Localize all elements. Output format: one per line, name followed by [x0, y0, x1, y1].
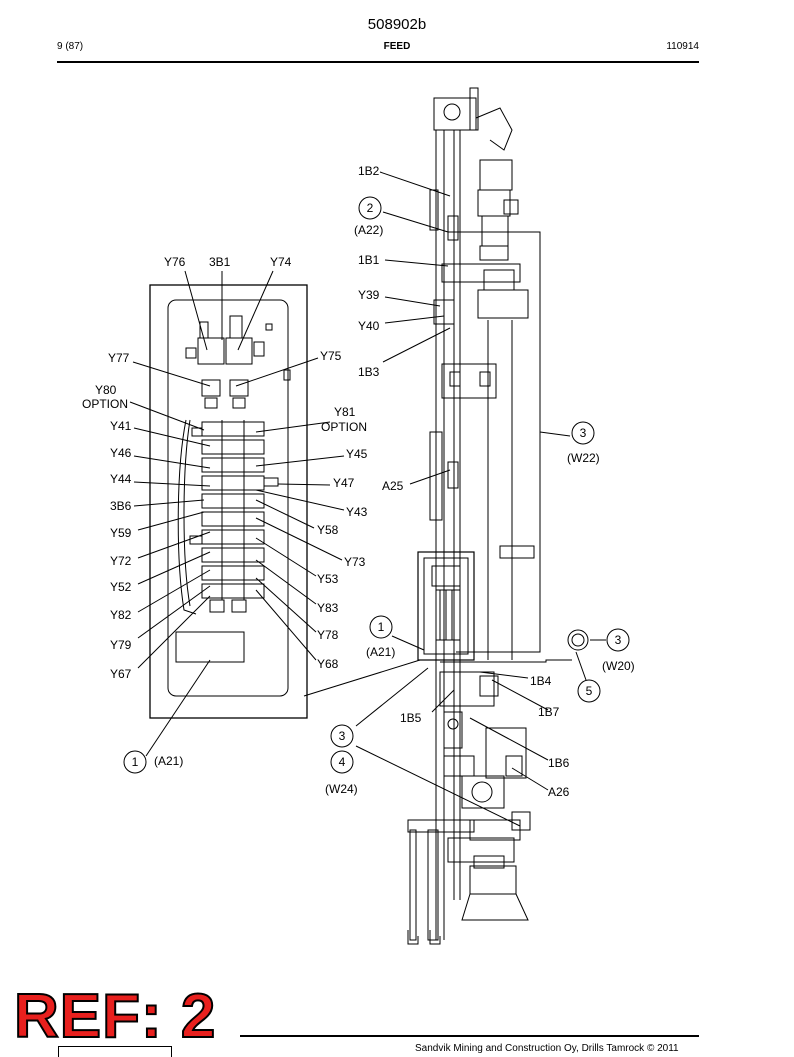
label-y73: Y73: [344, 555, 366, 569]
label-y81-option: OPTION: [321, 420, 367, 434]
header-rule: [57, 61, 699, 63]
label-3b1: 3B1: [209, 255, 231, 269]
label-y79: Y79: [110, 638, 132, 652]
label-y47: Y47: [333, 476, 355, 490]
label-y83: Y83: [317, 601, 339, 615]
label-y68: Y68: [317, 657, 339, 671]
label-a26: A26: [548, 785, 570, 799]
callout-3-w20-num: 3: [615, 633, 622, 647]
label-1b2: 1B2: [358, 164, 380, 178]
callout-3-w20-ref: (W20): [602, 659, 635, 673]
cable-routes: [303, 231, 589, 697]
label-y75: Y75: [320, 349, 342, 363]
label-1b6: 1B6: [548, 756, 570, 770]
label-y43: Y43: [346, 505, 368, 519]
label-1b4: 1B4: [530, 674, 552, 688]
callout-3-w20: [606, 628, 630, 652]
label-y81: Y81: [334, 405, 356, 419]
callout-1-feed-ref: (A21): [366, 645, 395, 659]
callout-5-num: 5: [586, 684, 593, 698]
label-y80-option: OPTION: [82, 397, 128, 411]
label-y78: Y78: [317, 628, 339, 642]
panel-leader-lines: [129, 270, 345, 757]
feed-leader-lines: [355, 171, 606, 827]
label-y82: Y82: [110, 608, 132, 622]
label-y52: Y52: [110, 580, 132, 594]
label-y40: Y40: [358, 319, 380, 333]
callout-4-w24: [330, 750, 354, 774]
ref-stamp: REF: 2: [13, 982, 217, 1051]
label-y53: Y53: [317, 572, 339, 586]
callout-4-w24-num: 4: [339, 755, 346, 769]
callout-1-panel: [123, 750, 147, 774]
callout-1-feed: [369, 615, 393, 639]
callout-2-num: 2: [367, 201, 374, 215]
label-y39: Y39: [358, 288, 380, 302]
label-y59: Y59: [110, 526, 132, 540]
callout-3-w22-ref: (W22): [567, 451, 600, 465]
label-y41: Y41: [110, 419, 132, 433]
callout-3-w22: [571, 421, 595, 445]
label-3b6: 3B6: [110, 499, 132, 513]
callout-3-w22-num: 3: [580, 426, 587, 440]
valve-panel: [149, 284, 308, 719]
label-y46: Y46: [110, 446, 132, 460]
label-y76: Y76: [164, 255, 186, 269]
label-y74: Y74: [270, 255, 292, 269]
label-y77: Y77: [108, 351, 130, 365]
section-title: FEED: [383, 41, 411, 52]
page-number: 9 (87): [57, 41, 84, 52]
label-y72: Y72: [110, 554, 132, 568]
label-y67: Y67: [110, 667, 132, 681]
footer-rule: [240, 1035, 699, 1037]
callout-3-w24-num: 3: [339, 729, 346, 743]
callout-5: [577, 679, 601, 703]
feed-beam: [407, 87, 535, 945]
label-1b3: 1B3: [358, 365, 380, 379]
label-y58: Y58: [317, 523, 339, 537]
callout-1-feed-num: 1: [378, 620, 385, 634]
callout-2-ref: (A22): [354, 223, 383, 237]
label-y45: Y45: [346, 447, 368, 461]
footer-copyright: Sandvik Mining and Construction Oy, Dril…: [415, 1043, 679, 1054]
callout-1-panel-num: 1: [132, 755, 139, 769]
label-y80: Y80: [95, 383, 117, 397]
revision-date: 110914: [666, 41, 699, 52]
callout-text: 1 2 3 1 3 5 3 4: [132, 201, 622, 769]
label-1b7: 1B7: [538, 705, 560, 719]
callout-circles: [123, 196, 630, 774]
feed-text-labels: 1B2 1B1 Y39 Y40 1B3 A25 1B4 1B7 1B5 1B6 …: [358, 164, 570, 799]
callout-4-w24-ref: (W24): [325, 782, 358, 796]
callout-3-w24: [330, 724, 354, 748]
document-number: 508902b: [367, 16, 427, 33]
label-a25: A25: [382, 479, 404, 493]
callout-ref-text: (A21) (A22) (W22) (A21) (W20) (W24): [154, 223, 635, 796]
label-1b5: 1B5: [400, 711, 422, 725]
callout-2: [358, 196, 382, 220]
panel-text-labels: Y76 3B1 Y74 Y77 Y75 Y80 OPTION Y81 OPTIO…: [82, 255, 368, 681]
label-y44: Y44: [110, 472, 132, 486]
company-logo: [58, 1046, 172, 1057]
label-1b1: 1B1: [358, 253, 380, 267]
callout-1-panel-ref: (A21): [154, 754, 183, 768]
